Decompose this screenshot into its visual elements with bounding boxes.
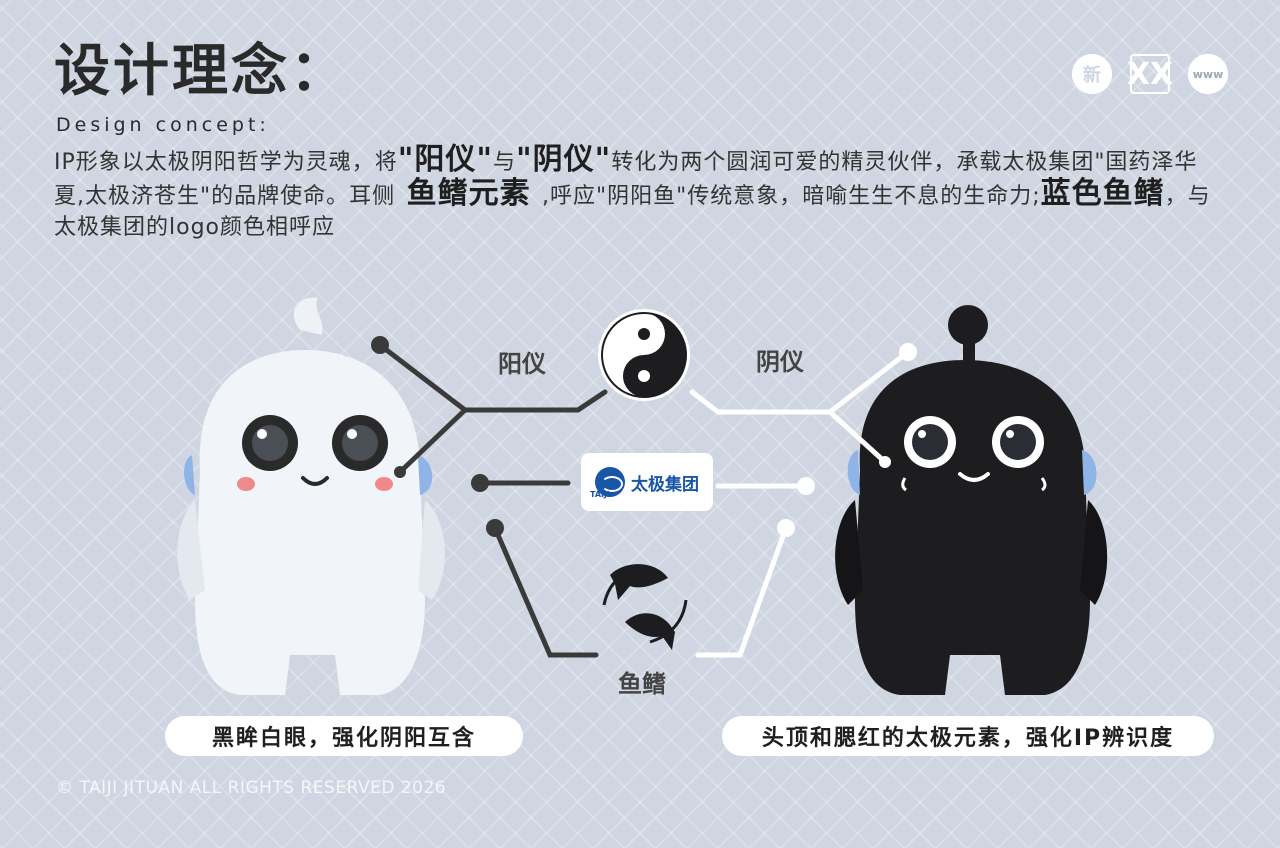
xin-logo-icon: 新 (1072, 54, 1112, 94)
page-subtitle: Design concept: (56, 114, 270, 136)
connector-dot (879, 456, 891, 468)
taiji-logo-icon (595, 467, 625, 497)
fin-highlight: 鱼鳍元素 (395, 176, 543, 211)
connector-dot (371, 336, 389, 354)
design-description: IP形象以太极阴阳哲学为灵魂，将"阳仪"与"阴仪"转化为两个圆润可爱的精灵伙伴，… (54, 142, 1211, 240)
blue-fin-highlight: 蓝色鱼鳍 (1040, 176, 1165, 211)
fish-pair-icon (602, 564, 688, 650)
double-x-logo-icon: XX (1127, 54, 1173, 94)
connector-dot (486, 519, 504, 537)
badge-text: 太极集团 (631, 474, 699, 495)
taiji-group-badge: 太极集团 (581, 453, 713, 511)
yang-highlight: "阳仪" (397, 142, 494, 177)
right-caption: 头顶和腮红的太极元素，强化IP辨识度 (722, 716, 1214, 756)
connector-dot (777, 519, 795, 537)
fin-label: 鱼鳍 (618, 670, 666, 698)
yin-connector-lines (689, 349, 911, 658)
badge-sub-text: TAIJI (590, 490, 610, 499)
white-mascot (177, 297, 445, 695)
top-logo-row: 新 XX www (1072, 54, 1228, 94)
yin-yang-icon (598, 309, 690, 401)
yin-label: 阴仪 (756, 348, 804, 376)
connector-dot (394, 466, 406, 478)
www-globe-icon: www (1188, 54, 1228, 94)
yang-connector-lines (377, 342, 608, 658)
black-mascot (835, 305, 1108, 695)
connector-dot (471, 474, 489, 492)
yang-label: 阳仪 (498, 350, 546, 378)
yin-highlight: "阴仪" (516, 142, 612, 177)
connector-dot (797, 477, 815, 495)
connector-dot (899, 343, 917, 361)
copyright-footer: © TAIJI JITUAN ALL RIGHTS RESERVED 2026 (56, 778, 447, 798)
left-caption: 黑眸白眼，强化阴阳互含 (165, 716, 523, 756)
page-title: 设计理念： (54, 39, 349, 104)
